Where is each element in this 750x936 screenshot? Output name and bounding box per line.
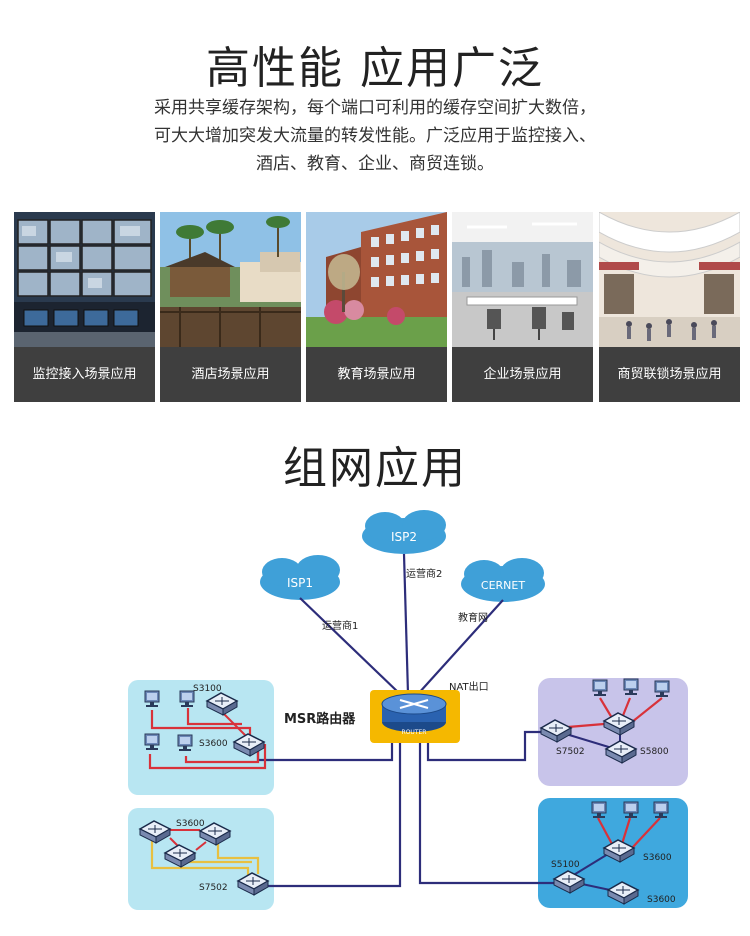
network-section-title: 组网应用	[283, 443, 467, 494]
scene-card-enterprise[interactable]: 企业场景应用	[452, 212, 593, 402]
scene-label: 酒店场景应用	[160, 347, 301, 402]
router-label: MSR路由器	[284, 711, 356, 727]
office-photo	[452, 212, 593, 347]
scene-label: 监控接入场景应用	[14, 347, 155, 402]
intro-line: 采用共享缓存架构，每个端口可利用的缓存空间扩大数倍，	[154, 98, 596, 118]
cloud-icon	[260, 510, 545, 602]
scene-label: 商贸联锁场景应用	[599, 347, 740, 402]
scene-label: 企业场景应用	[452, 347, 593, 402]
switch-label: S3600	[643, 853, 672, 863]
switch-label: S7502	[199, 883, 228, 893]
scene-card-education[interactable]: 教育场景应用	[306, 212, 447, 402]
link-operator1-label: 运营商1	[322, 619, 358, 632]
campus-building-photo	[306, 212, 447, 347]
intro-line: 可大大增加突发大流量的转发性能。广泛应用于监控接入、	[154, 126, 596, 146]
surveillance-room-photo	[14, 212, 155, 347]
shopping-mall-photo	[599, 212, 740, 347]
main-title: 高性能 应用广泛	[206, 43, 544, 94]
link-nat-label: NAT出口	[449, 680, 489, 693]
intro-line: 酒店、教育、企业、商贸连锁。	[256, 154, 494, 174]
switch-label: S3600	[176, 819, 205, 829]
switch-label: S5800	[640, 747, 669, 757]
switch-label: S7502	[556, 747, 585, 757]
cloud-cernet-label: CERNET	[481, 579, 525, 592]
intro-text: 采用共享缓存架构，每个端口可利用的缓存空间扩大数倍， 可大大增加突发大流量的转发…	[0, 94, 750, 178]
cloud-isp2-label: ISP2	[391, 530, 417, 544]
scenario-gallery: 监控接入场景应用 酒店场景应用	[14, 212, 740, 402]
link-operator2-label: 运营商2	[406, 567, 442, 580]
router-icon	[381, 693, 447, 732]
scene-label: 教育场景应用	[306, 347, 447, 402]
switch-label: S3100	[193, 684, 222, 694]
zone-left-top	[128, 680, 274, 795]
scene-card-retail-chain[interactable]: 商贸联锁场景应用	[599, 212, 740, 402]
scene-card-surveillance[interactable]: 监控接入场景应用	[14, 212, 155, 402]
cloud-isp1-label: ISP1	[287, 576, 313, 590]
switch-label: S3600	[647, 895, 676, 905]
network-topology-diagram: ISP1 ISP2 CERNET 运营商1 运营商2 教育网 NAT出口 ROU…	[0, 498, 750, 936]
hotel-terrace-photo	[160, 212, 301, 347]
link-education-label: 教育网	[458, 611, 488, 624]
switch-label: S3600	[199, 739, 228, 749]
switch-label: S5100	[551, 860, 580, 870]
router-badge: ROUTER	[402, 729, 427, 736]
scene-card-hotel[interactable]: 酒店场景应用	[160, 212, 301, 402]
